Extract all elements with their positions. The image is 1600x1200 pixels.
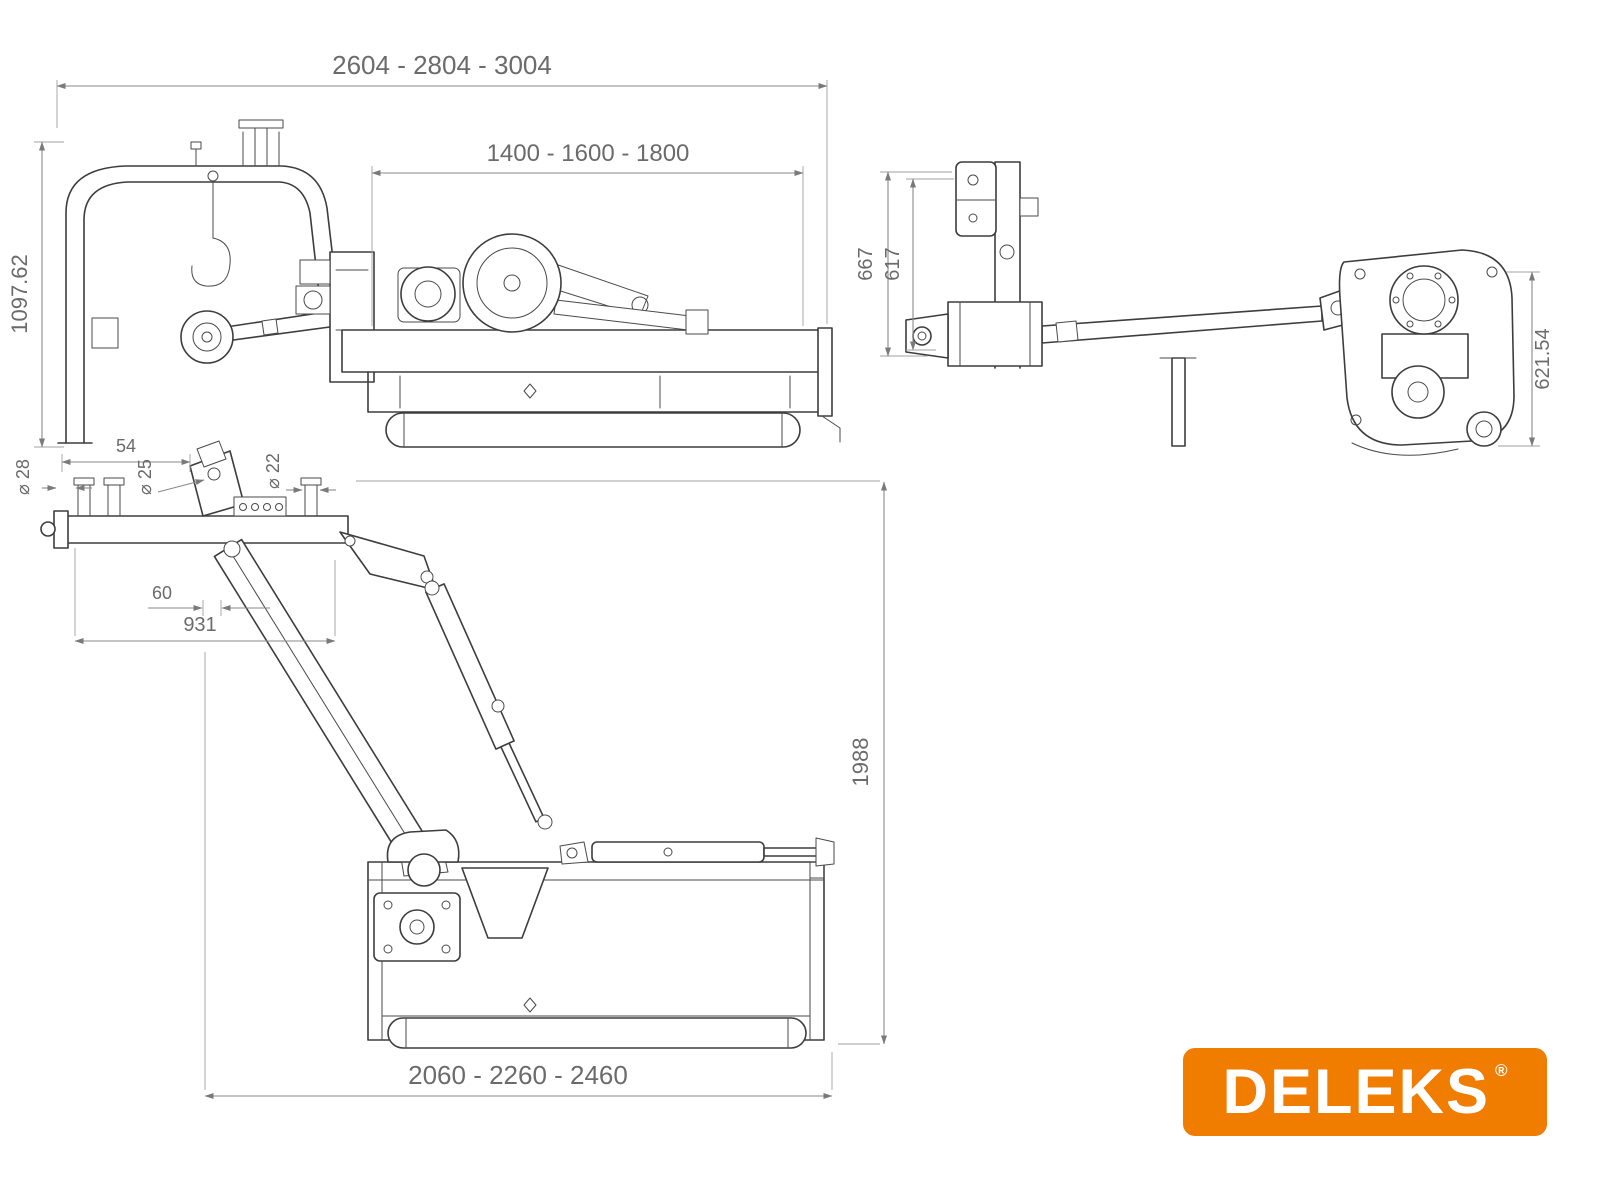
gearbox <box>397 266 461 323</box>
view-extended <box>40 440 835 1049</box>
dim-pin-d28-label: ⌀ 28 <box>13 459 33 495</box>
lift-cylinder <box>424 580 553 830</box>
dim-pin-d25-label: ⌀ 25 <box>135 459 155 495</box>
gauge-wheel <box>1466 411 1502 447</box>
head-gearbox <box>373 829 549 962</box>
three-point-frame <box>905 301 1043 367</box>
dim-pin-d25: ⌀ 25 <box>135 459 205 495</box>
transport-arm <box>1041 305 1323 344</box>
dim-pin-d28: ⌀ 28 <box>13 459 92 495</box>
support-roller <box>385 412 801 448</box>
dim-overall-length: 2060 - 2260 - 2460 <box>204 652 833 1099</box>
dim-overall-width-label: 2604 - 2804 - 3004 <box>332 50 552 80</box>
dim-overall-width: 2604 - 2804 - 3004 <box>56 50 828 324</box>
dim-deck-width: 1400 - 1600 - 1800 <box>371 140 804 326</box>
registered-mark-icon: ® <box>1495 1061 1508 1080</box>
dim-offset-60-label: 60 <box>152 583 172 603</box>
brand-logo-text: DELEKS <box>1222 1056 1490 1127</box>
dim-transport-height: 1097.62 <box>7 141 64 448</box>
dim-offset-54-label: 54 <box>116 436 136 456</box>
dim-overall-length-label: 2060 - 2260 - 2460 <box>408 1060 628 1090</box>
pto-shaft <box>180 307 353 364</box>
support-leg <box>1159 357 1197 447</box>
arch-arm <box>57 119 339 444</box>
brand-logo: DELEKS ® <box>1183 1048 1547 1136</box>
belt-housing <box>462 233 709 335</box>
dim-frame-931-label: 931 <box>183 614 216 636</box>
dim-rear-667-label: 667 <box>855 247 877 280</box>
dim-frame-931: 931 <box>74 548 336 644</box>
rear-roller <box>387 1017 807 1049</box>
dim-deck-width-label: 1400 - 1600 - 1800 <box>487 140 690 167</box>
dim-head-height: 621.54 <box>1498 271 1554 447</box>
mower-deck <box>341 327 841 443</box>
dim-reach-1988-label: 1988 <box>848 738 873 787</box>
mast <box>955 161 1039 369</box>
dim-rear-617: 617 <box>882 178 954 351</box>
dim-transport-height-label: 1097.62 <box>7 254 32 334</box>
view-rear <box>905 161 1515 456</box>
tilt-cylinder <box>559 837 835 867</box>
dim-pin-d22: ⌀ 22 <box>263 453 336 493</box>
dim-offset-60: 60 <box>148 583 270 616</box>
hitch-frame <box>40 440 349 549</box>
dim-offset-54: 54 <box>61 436 191 472</box>
dim-reach-1988: 1988 <box>356 480 887 1045</box>
mower-head-side <box>1319 249 1515 456</box>
dim-rear-667: 667 <box>855 171 952 357</box>
view-side-transport <box>57 119 841 448</box>
boom-arm <box>213 531 437 860</box>
dim-pin-d22-label: ⌀ 22 <box>263 453 283 489</box>
dim-head-height-label: 621.54 <box>1532 328 1554 389</box>
dim-rear-617-label: 617 <box>882 247 904 280</box>
